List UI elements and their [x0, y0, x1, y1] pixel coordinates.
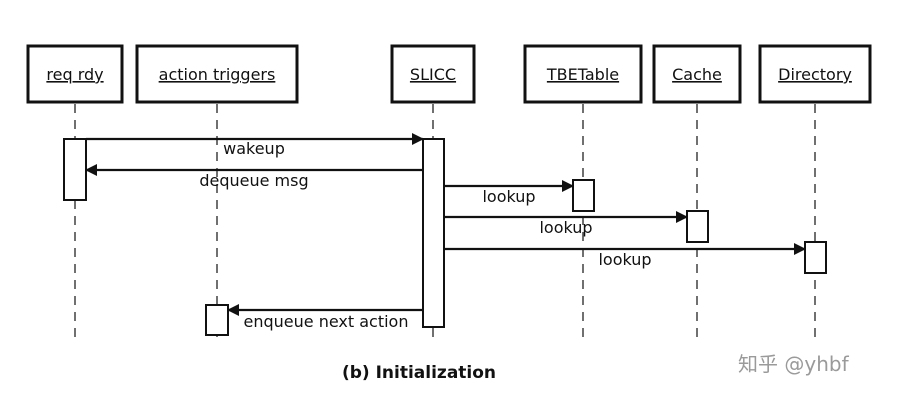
activation-directory — [804, 241, 827, 274]
message-wakeup-label: wakeup — [223, 139, 285, 158]
watermark: 知乎 @yhbf — [738, 352, 850, 376]
svg-text:req rdy: req rdy — [46, 65, 103, 84]
svg-text:Directory: Directory — [778, 65, 852, 84]
activation-slicc — [422, 138, 445, 328]
message-lookup-tbetable-label: lookup — [482, 187, 535, 206]
lifeline-box-directory: Directory — [758, 44, 872, 104]
lifeline-box-req-rdy: req rdy — [26, 44, 124, 104]
lifeline-box-action-triggers: action triggers — [135, 44, 299, 104]
lifeline-box-cache: Cache — [652, 44, 742, 104]
activation-req-rdy — [63, 138, 87, 201]
svg-text:action triggers: action triggers — [159, 65, 276, 84]
figure-caption: (b) Initialization — [342, 363, 496, 383]
activation-cache — [686, 210, 709, 243]
message-lookup-directory-label: lookup — [598, 250, 651, 269]
message-enqueue-label: enqueue next action — [244, 312, 409, 331]
message-dequeue-label: dequeue msg — [199, 171, 308, 190]
lifeline-box-tbetable: TBETable — [523, 44, 643, 104]
lifeline-box-slicc: SLICC — [390, 44, 476, 104]
message-lookup-cache-label: lookup — [539, 218, 592, 237]
svg-text:Cache: Cache — [672, 65, 722, 84]
activation-action-triggers — [205, 304, 229, 336]
svg-text:SLICC: SLICC — [410, 65, 456, 84]
svg-text:TBETable: TBETable — [546, 65, 619, 84]
activation-tbetable — [572, 179, 595, 212]
